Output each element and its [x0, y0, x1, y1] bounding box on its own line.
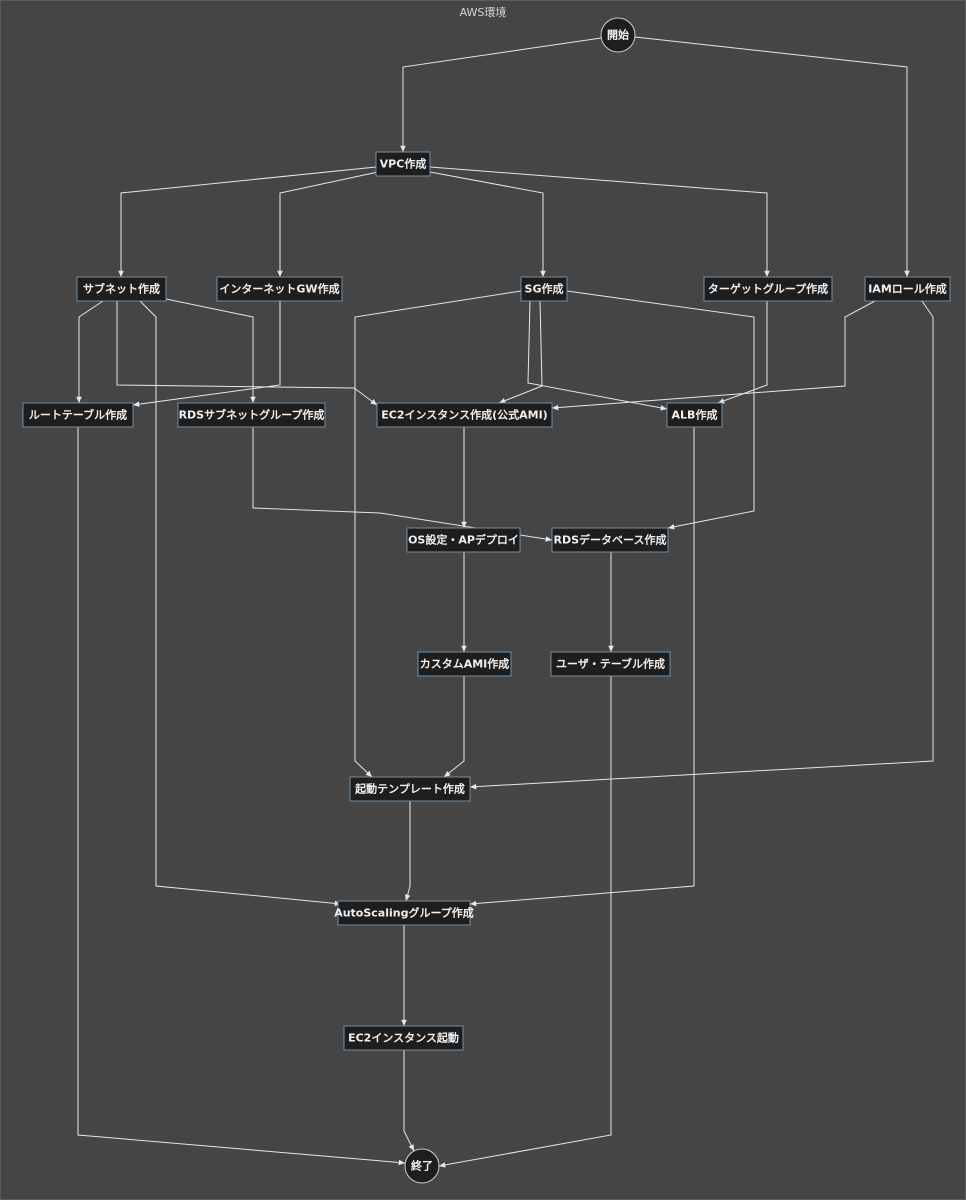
- edge-alb-to-asg: [469, 427, 695, 907]
- edge-rdssub-to-rds: [252, 427, 553, 542]
- edge-subnet-to-asg: [139, 300, 342, 907]
- node-alb-box: [666, 402, 723, 428]
- edge-ec2start-to-end: [403, 1050, 415, 1152]
- edge-vpc-to-igw: [277, 171, 379, 277]
- edge-sg-to-ec2: [498, 300, 543, 404]
- node-subnet: サブネット作成: [76, 276, 167, 302]
- edges-layer: [76, 36, 934, 1168]
- diagram-title: AWS環境: [459, 6, 507, 19]
- node-end: 終了: [404, 1148, 440, 1184]
- edge-iam-to-lt: [469, 300, 934, 790]
- node-os: OS設定・APデプロイ: [406, 527, 521, 553]
- node-os-label: OS設定・APデプロイ: [408, 533, 519, 547]
- node-asg-label: AutoScalingグループ作成: [334, 906, 474, 920]
- node-rdssub-box: [177, 402, 326, 428]
- edge-ami-to-lt: [443, 676, 465, 778]
- edge-sg-to-alb: [527, 300, 668, 411]
- node-asg: AutoScalingグループ作成: [334, 900, 474, 926]
- edge-igw-to-rt: [132, 301, 281, 407]
- edge-lt-to-asg: [404, 801, 411, 902]
- node-rt-label: ルートテーブル作成: [29, 408, 127, 422]
- node-iam: IAMロール作成: [864, 276, 951, 302]
- node-subnet-box: [76, 276, 167, 302]
- node-sg: SG作成: [520, 276, 568, 302]
- node-iam-label: IAMロール作成: [868, 282, 947, 296]
- edge-rt-to-end: [77, 427, 406, 1166]
- edge-vpc-to-subnet: [118, 166, 377, 277]
- node-rt: ルートテーブル作成: [22, 402, 134, 428]
- edge-vpc-to-tg: [429, 166, 770, 277]
- node-rdssub: RDSサブネットグループ作成: [177, 402, 326, 428]
- node-rds-box: [551, 527, 669, 553]
- node-os-box: [406, 527, 521, 553]
- node-sg-label: SG作成: [525, 282, 564, 296]
- node-ami-label: カスタムAMI作成: [420, 657, 510, 671]
- node-asg-box: [337, 900, 471, 926]
- node-user-box: [550, 651, 671, 677]
- edge-tg-to-alb: [717, 301, 768, 404]
- node-igw-label: インターネットGW作成: [219, 282, 339, 296]
- edge-vpc-to-sg: [429, 171, 546, 277]
- edge-iam-to-ec2: [551, 300, 876, 411]
- node-alb: ALB作成: [666, 402, 723, 428]
- node-start-label: 開始: [607, 28, 629, 42]
- node-start-shape: [600, 17, 636, 53]
- edge-subnet-to-ec2: [116, 301, 378, 406]
- node-vpc-label: VPC作成: [380, 157, 427, 171]
- node-ami-box: [417, 651, 512, 677]
- node-ami: カスタムAMI作成: [417, 651, 512, 677]
- node-end-label: 終了: [411, 1159, 433, 1173]
- node-ec2-label: EC2インスタンス作成(公式AMI): [381, 408, 547, 422]
- node-end-shape: [404, 1148, 440, 1184]
- edge-start-to-iam: [634, 36, 910, 277]
- node-ec2start-label: EC2インスタンス起動: [348, 1031, 459, 1045]
- node-tg: ターゲットグループ作成: [703, 276, 833, 302]
- node-rdssub-label: RDSサブネットグループ作成: [179, 408, 325, 422]
- node-igw: インターネットGW作成: [216, 276, 343, 302]
- node-vpc: VPC作成: [375, 151, 431, 177]
- node-ec2start-box: [343, 1025, 464, 1051]
- node-tg-box: [703, 276, 833, 302]
- node-vpc-box: [375, 151, 431, 177]
- node-sg-box: [520, 276, 568, 302]
- node-ec2start: EC2インスタンス起動: [343, 1025, 464, 1051]
- node-lt-label: 起動テンプレート作成: [354, 782, 465, 796]
- node-alb-label: ALB作成: [672, 408, 718, 422]
- node-rds-label: RDSデータベース作成: [554, 533, 667, 547]
- node-subnet-label: サブネット作成: [83, 282, 160, 296]
- edge-start-to-vpc: [400, 37, 602, 152]
- node-iam-box: [864, 276, 951, 302]
- node-user: ユーザ・テーブル作成: [550, 651, 671, 677]
- node-tg-label: ターゲットグループ作成: [708, 282, 828, 296]
- node-ec2: EC2インスタンス作成(公式AMI): [376, 402, 553, 428]
- edge-subnet-to-rt: [76, 300, 104, 403]
- node-rds: RDSデータベース作成: [551, 527, 669, 553]
- node-lt-box: [349, 776, 471, 802]
- node-lt: 起動テンプレート作成: [349, 776, 471, 802]
- node-ec2-box: [376, 402, 553, 428]
- edge-subnet-to-rdssub: [165, 298, 256, 403]
- node-igw-box: [216, 276, 343, 302]
- edge-sg-to-rds: [566, 290, 755, 530]
- edge-user-to-end: [438, 676, 612, 1168]
- edge-sg-to-lt: [354, 290, 522, 778]
- node-rt-box: [22, 402, 134, 428]
- node-start: 開始: [600, 17, 636, 53]
- node-user-label: ユーザ・テーブル作成: [556, 657, 665, 671]
